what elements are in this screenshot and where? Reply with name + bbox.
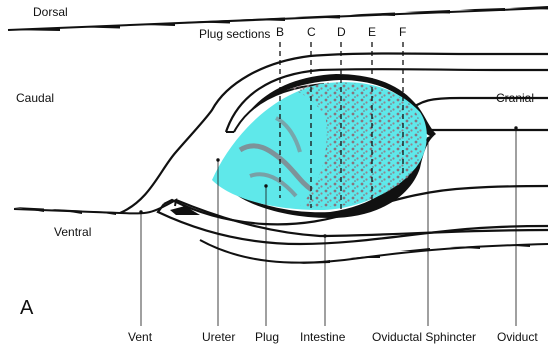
orientation-caudal-label: Caudal (16, 91, 54, 105)
section-label-e: E (368, 25, 376, 39)
label-oviduct: Oviduct (497, 330, 538, 344)
orientation-ventral-label: Ventral (54, 225, 91, 239)
orientation-cranial-label: Cranial (496, 91, 534, 105)
section-label-b: B (276, 25, 284, 39)
section-label-c: C (307, 25, 316, 39)
label-oviductal-sphincter: Oviductal Sphincter (372, 330, 476, 344)
label-intestine: Intestine (300, 330, 345, 344)
ventral-lower-contour (200, 240, 548, 264)
label-ureter: Ureter (202, 330, 235, 344)
panel-letter: A (20, 297, 33, 319)
section-label-d: D (337, 25, 346, 39)
label-vent: Vent (128, 330, 152, 344)
plug-sections-title: Plug sections (199, 27, 270, 41)
ventral-body-wall (14, 200, 176, 215)
label-plug: Plug (255, 330, 279, 344)
orientation-dorsal-label: Dorsal (33, 5, 68, 19)
section-label-f: F (399, 25, 406, 39)
